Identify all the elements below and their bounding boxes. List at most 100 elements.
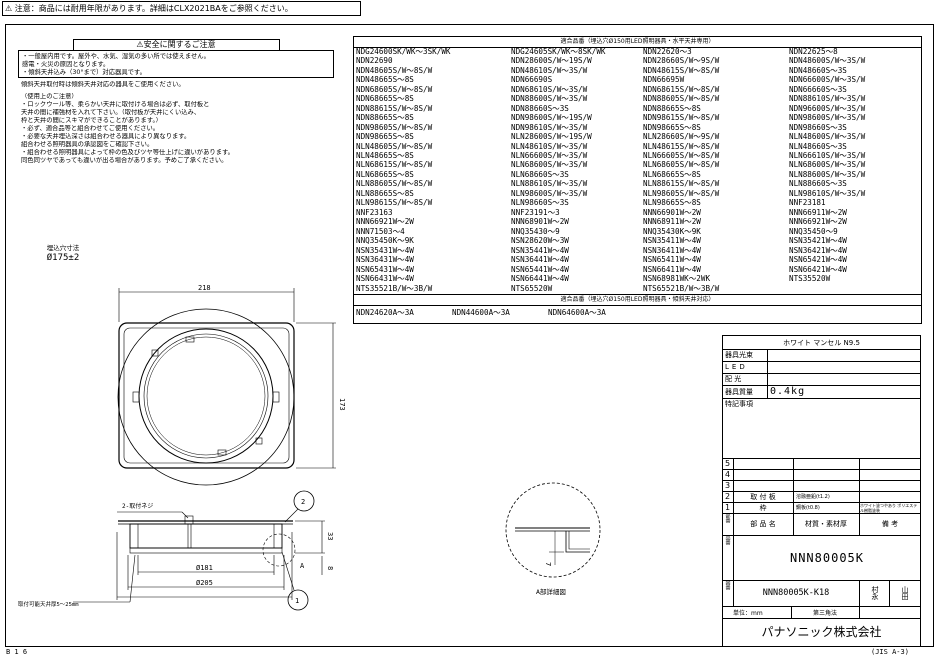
part-material: 鋼板(t0.8) bbox=[793, 502, 860, 513]
compatible-item: NNN66921W～2W bbox=[356, 218, 414, 227]
part-header-label: 部番 bbox=[724, 513, 731, 523]
usage-line: 天井の間に補強材を入れて下さい。（取付板が天井にくい込み、 bbox=[21, 109, 201, 116]
compatible-item: NSN36421W～4W bbox=[789, 246, 847, 255]
compatible-item: NNN66911W～2W bbox=[789, 208, 847, 217]
compatible-item: NSN65431W～4W bbox=[356, 265, 414, 274]
compatible-item: NLN68665S～8S bbox=[356, 170, 414, 179]
safety-notes: ⚠安全に関するご注意 ・一般屋内用です。屋外や、水気、湿気の多い所では使えません… bbox=[18, 39, 334, 191]
embed-value: Ø175±2 bbox=[46, 253, 80, 263]
compatible-item: NDN68615S/W～8S/W bbox=[643, 85, 720, 94]
width-dimension: 218 bbox=[198, 284, 211, 292]
diameter-181: Ø181 bbox=[196, 564, 213, 572]
part-header-material: 材質・素材厚 bbox=[793, 513, 858, 535]
part-name: 取 付 板 bbox=[733, 491, 792, 502]
compatible-item: NDN98605S/W～8S/W bbox=[356, 123, 433, 132]
part-header-name: 部 品 名 bbox=[733, 513, 792, 535]
compatible-item: NDN48610S/W～3S/W bbox=[511, 66, 588, 75]
distribution-value bbox=[767, 373, 918, 385]
usage-line: 組合わせる照明器具の承認図をご確認下さい。 bbox=[21, 141, 154, 148]
usage-line: ・必ず、適合品等と組合わせてご使用ください。 bbox=[21, 125, 160, 132]
compatible-item: NDN22625～8 bbox=[789, 48, 838, 56]
compatible-item: NLN98600S/W～3S/W bbox=[511, 189, 588, 198]
drawing-frame bbox=[5, 24, 934, 647]
compatible-products-table: 適合品番（埋込穴Ø150用LED照明器具・水平天井専用） NDG24600SK/… bbox=[353, 36, 922, 324]
compatible-item: NDN68665S～8S bbox=[356, 95, 414, 104]
compatible-item: NDN68610S/W～3S/W bbox=[511, 85, 588, 94]
compatible-item: NSN36441W～4W bbox=[511, 256, 569, 265]
compatible-item: NSN66421W～4W bbox=[789, 265, 847, 274]
part-material: 溶融亜鉛(t1.2) bbox=[793, 491, 860, 502]
compatible-item: NLN68600S/W～3S/W bbox=[789, 161, 866, 170]
safety-warning-line: 感電・火災の原因となります。 bbox=[22, 61, 110, 68]
part-note: ホワイト塗つやあり ポリエステル樹脂塗装 bbox=[859, 502, 920, 513]
compatible-item: NDN88660S～3S bbox=[511, 104, 569, 113]
mass-label: 器具質量 bbox=[725, 387, 753, 396]
safety-warning-line: ・一般屋内用です。屋外や、水気、湿気の多い所では使えません。 bbox=[22, 53, 210, 60]
durability-notice: ⚠ 注意：商品には耐用年限があります。詳細はCLX2021BAをご参照ください。 bbox=[2, 1, 361, 16]
usage-line: ・必要な天井埋込深さは組合わせる器具により異なります。 bbox=[21, 133, 191, 140]
led-value bbox=[767, 361, 918, 373]
part-name: 枠 bbox=[733, 502, 792, 513]
row-number: 4 bbox=[725, 470, 731, 479]
safety-warning-line: ・傾斜天井込み（30°まで）対応器具です。 bbox=[22, 69, 146, 76]
compatible-item: NLN88610S/W～3S/W bbox=[511, 180, 588, 189]
compatible-item: NSN35411W～4W bbox=[643, 237, 701, 246]
compatible-item: NDN98615S/W～8S/W bbox=[643, 114, 720, 123]
compatible-item: NNN66921W～2W bbox=[789, 218, 847, 227]
compatible-item: NDN96600S/W～3S/W bbox=[789, 104, 866, 113]
height-dimension: 173 bbox=[338, 398, 346, 411]
compatible-item: NDN22690 bbox=[356, 57, 393, 66]
compatible-item: NDN44600A～3A bbox=[452, 308, 510, 317]
paper-size: (JIS A-3) bbox=[871, 648, 909, 656]
compatible-item: NSN65411W～4W bbox=[643, 256, 701, 265]
compatible-item: NSN66441W～4W bbox=[511, 275, 569, 284]
compatible-item: NSN68981WK～2WK bbox=[643, 275, 711, 284]
compatible-item: NLN88660S～3S bbox=[789, 180, 847, 189]
led-label: LED bbox=[725, 363, 748, 371]
compatible-item: NDG24600SK/WK～3SK/WK bbox=[356, 48, 451, 56]
compatible-item: NLN66610S/W～3S/W bbox=[789, 151, 866, 160]
compatible-item: NDN48665S～8S bbox=[356, 76, 414, 85]
compatible-item: NSN66411W～4W bbox=[643, 265, 701, 274]
compatible-item: NTS65521B/W～3B/W bbox=[643, 284, 720, 293]
compatible-item: NLN88605S/W～8S/W bbox=[356, 180, 433, 189]
compatible-item: NTS65520W bbox=[511, 284, 553, 293]
compatible-item: NSN36431W～4W bbox=[356, 256, 414, 265]
lip-dimension: 8 bbox=[326, 566, 334, 570]
compatible-item: NLN68665S～8S bbox=[643, 170, 701, 179]
compatible-item: NLN28600S/W～19S/W bbox=[511, 133, 592, 142]
usage-line: 枠と天井の間にスキマができることがあります。） bbox=[21, 117, 162, 124]
compatible-item: NLN68600S/W～3S/W bbox=[511, 161, 588, 170]
balloon-1: 1 bbox=[295, 597, 299, 605]
compatible-item: NLN48660S～3S bbox=[789, 142, 847, 151]
compatible-item: NSN35441W～4W bbox=[511, 246, 569, 255]
usage-line: ・ロックウール等、柔らかい天井に取付ける場合は必ず、取付板と bbox=[21, 101, 210, 108]
compatible-item: NLN98660S～3S bbox=[511, 199, 569, 208]
compatible-item: NDN88615S/W～8S/W bbox=[356, 104, 433, 113]
compatible-item: NDN88600S/W～3S/W bbox=[511, 95, 588, 104]
ceiling-range-label: 取付可能天井厚5～25mm bbox=[18, 600, 79, 608]
compatible-item: NDN66695W bbox=[643, 76, 685, 85]
product-label: 品番 bbox=[724, 535, 731, 545]
detail-dimension: 7 bbox=[544, 562, 552, 566]
part-note bbox=[859, 491, 920, 502]
compatible-item: NLN28660S/W～9S/W bbox=[643, 133, 720, 142]
compatible-item: NNF23181 bbox=[789, 199, 826, 208]
compatible-item: NDN48600S/W～3S/W bbox=[789, 57, 866, 66]
compatible-item: NDN48615S/W～8S/W bbox=[643, 66, 720, 75]
compatible-item: NNQ35450K～9K bbox=[356, 237, 414, 246]
compatible-item: NLN48605S/W～8S/W bbox=[356, 142, 433, 151]
compatible-item: NLN88665S～8S bbox=[356, 189, 414, 198]
compatible-item: NLN98605S/W～8S/W bbox=[643, 189, 720, 198]
compatible-item: NLN48600S/W～3S/W bbox=[789, 133, 866, 142]
section-a-label: A bbox=[300, 562, 305, 570]
usage-line: 同色同ツヤであっても違いが出る場合があります。予めご了承ください。 bbox=[21, 157, 228, 164]
detail-a-label: A部詳細図 bbox=[536, 587, 566, 596]
safety-warning-box: ・一般屋内用です。屋外や、水気、湿気の多い所では使えません。 感電・火災の原因と… bbox=[18, 50, 334, 78]
compatible-item: NSN35431W～4W bbox=[356, 246, 414, 255]
compatible-item: NLN88600S/W～3S/W bbox=[789, 170, 866, 179]
compatible-item: NDN98610S/W～3S/W bbox=[511, 123, 588, 132]
